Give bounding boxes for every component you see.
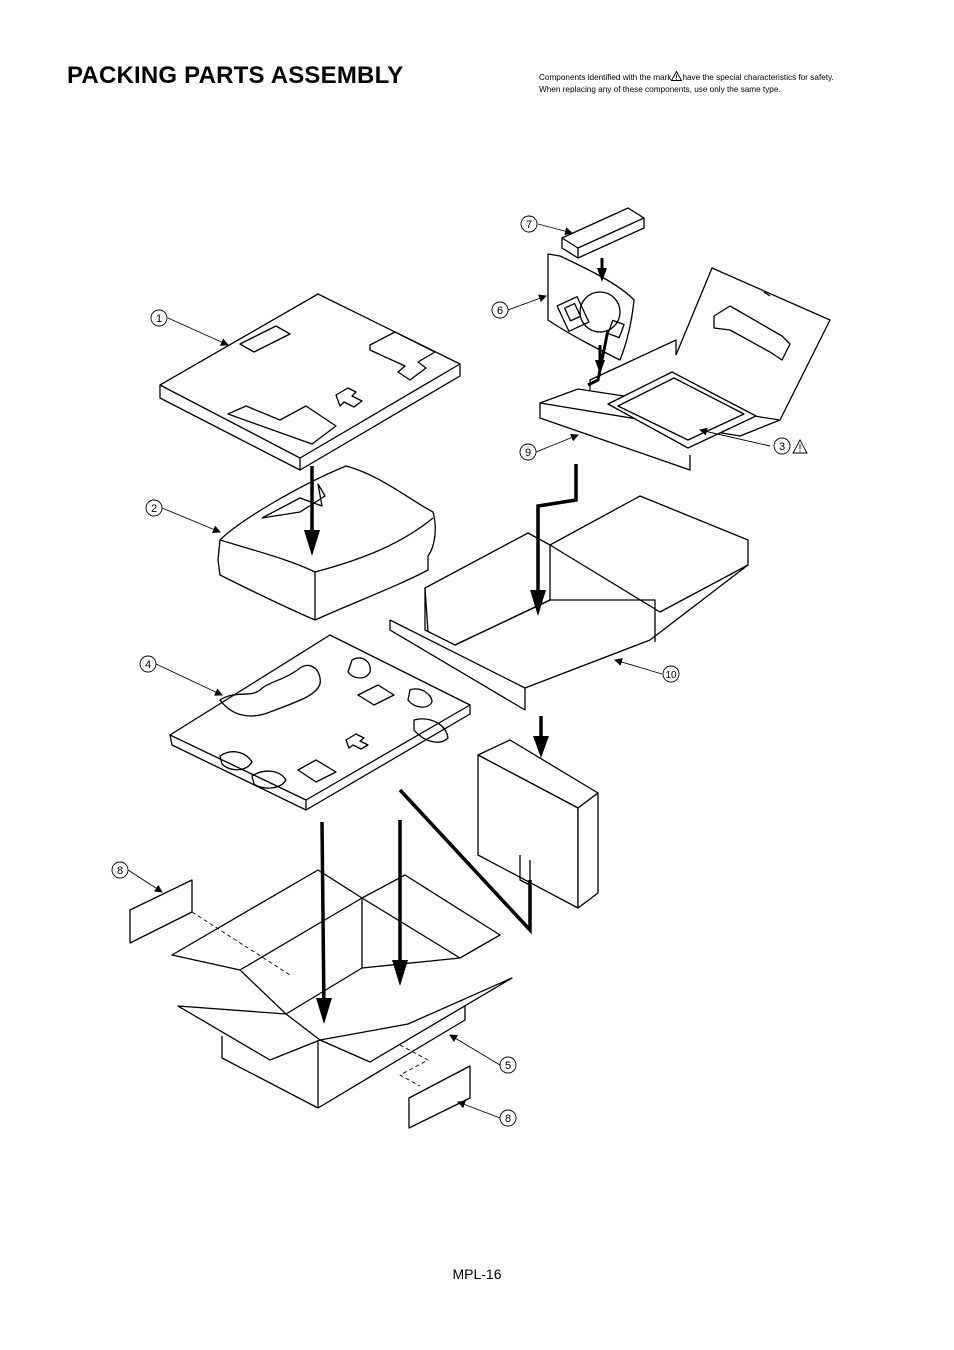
- leader-10: [614, 658, 663, 675]
- leader-1: [167, 317, 229, 346]
- callout-7-label: 7: [526, 219, 532, 231]
- callout-1-label: 1: [156, 313, 162, 325]
- part-2-wrapped-unit: [217, 465, 436, 621]
- part-8-label-left: [129, 879, 193, 944]
- callout-6-label: 6: [497, 305, 503, 317]
- notice-text-1: Components identified with the mark: [539, 73, 672, 82]
- part-7-small-box: [561, 207, 645, 259]
- leader-4: [155, 663, 223, 696]
- part-1-top-pad: [159, 293, 461, 471]
- callout-8a-label: 8: [117, 865, 123, 877]
- callout-8b-label: 8: [505, 1113, 511, 1125]
- part-9-inner-tray: [539, 267, 831, 471]
- part-6-accessory-bag: [547, 253, 635, 361]
- leader-8a: [127, 869, 163, 893]
- callout-4: 4: [139, 655, 157, 673]
- callout-5: 5: [499, 1056, 517, 1074]
- callout-4-label: 4: [145, 659, 151, 671]
- callout-8a: 8: [111, 861, 129, 879]
- notice-text-line2: When replacing any of these components, …: [539, 85, 781, 94]
- callout-1: 1: [150, 309, 168, 327]
- callout-3-label: 3: [779, 441, 785, 453]
- callout-9: 9: [519, 443, 537, 461]
- leader-5: [449, 1034, 501, 1066]
- callout-3: 3: [773, 437, 808, 455]
- leader-3: [699, 427, 771, 447]
- warning-triangle-icon: [792, 439, 808, 454]
- part-4-bottom-pad: [169, 634, 471, 811]
- leader-6: [507, 294, 547, 311]
- unit-box: [477, 739, 599, 909]
- callout-5-label: 5: [505, 1060, 511, 1072]
- callout-7: 7: [520, 215, 538, 233]
- callout-2-label: 2: [151, 503, 157, 515]
- page-number: MPL-16: [452, 1266, 502, 1282]
- leader-2: [161, 507, 221, 534]
- callout-9-label: 9: [525, 447, 531, 459]
- part-10-carton-insert: [389, 495, 749, 711]
- callout-6: 6: [491, 301, 509, 319]
- notice-text-2: have the special characteristics for saf…: [682, 73, 834, 82]
- warning-triangle-icon: [671, 70, 683, 84]
- callout-2: 2: [145, 499, 163, 517]
- page-title: PACKING PARTS ASSEMBLY: [67, 62, 404, 89]
- part-5-outer-carton: [171, 869, 513, 1109]
- leader-7: [537, 223, 573, 236]
- part-8-label-bottom: [408, 1065, 471, 1129]
- leader-9: [535, 433, 579, 453]
- safety-notice: Components identified with the mark have …: [539, 70, 834, 95]
- callout-8b: 8: [499, 1109, 517, 1127]
- callout-10-label: 10: [665, 670, 677, 681]
- callout-10: 10: [662, 665, 680, 683]
- leader-8b: [457, 1100, 501, 1119]
